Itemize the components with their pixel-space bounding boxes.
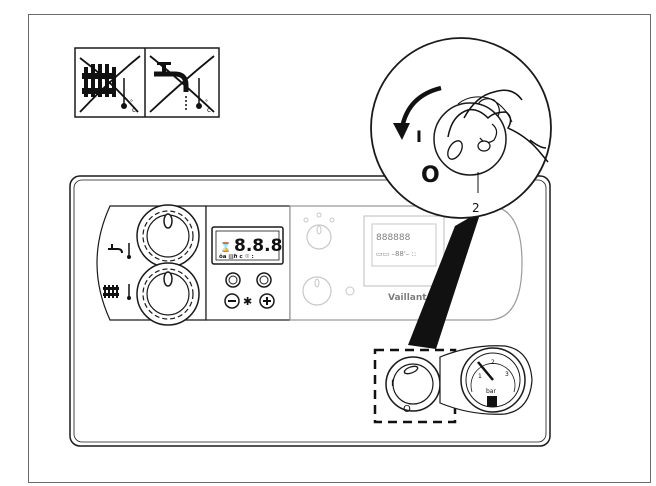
radiator-icon — [103, 284, 131, 300]
display-buttons[interactable]: ✱ — [224, 272, 275, 309]
svg-text:⌛: ⌛ — [220, 241, 231, 253]
svg-text:888888: 888888 — [376, 233, 411, 243]
callout-number: 2 — [472, 201, 480, 215]
faded-controls: 888888 ▭▭ –88'– :: Vaillant — [302, 212, 445, 306]
gauge-tick-2: 2 — [491, 359, 495, 366]
callout: I O 2 — [370, 37, 552, 349]
brand-logo: Vaillant — [388, 293, 427, 303]
warning-icon-box: ° c ° c — [74, 47, 220, 118]
hand-icon — [447, 89, 549, 163]
radiator-crossed-icon: ° c — [79, 55, 141, 114]
svg-text:▭▭ –88'– ::: ▭▭ –88'– :: — [376, 250, 416, 258]
heating-knob[interactable] — [136, 262, 200, 326]
svg-text:c: c — [132, 106, 136, 114]
tap-crossed-icon: ° c — [149, 55, 215, 114]
figure-frame — [28, 14, 651, 483]
gauge-tick-3: 3 — [505, 371, 509, 378]
svg-text:°: ° — [130, 99, 133, 106]
svg-text:c: c — [207, 106, 211, 114]
display-digits: 8.8.8 — [234, 236, 282, 256]
hot-water-knob[interactable] — [136, 204, 200, 268]
pressure-gauge: 1 2 3 bar V — [439, 345, 533, 415]
svg-text:V: V — [489, 399, 494, 407]
svg-text:✱: ✱ — [243, 295, 252, 308]
gauge-tick-1: 1 — [478, 373, 482, 380]
svg-text:°: ° — [205, 99, 208, 106]
digital-display: ⌛ 8.8.8 ŏa ▥ℏ c ☉ : — [211, 226, 284, 265]
gauge-unit: bar — [486, 388, 496, 395]
callout-label-off: O — [421, 163, 440, 188]
switch-label-on: I — [391, 379, 394, 389]
svg-text:ŏa ▥ℏ c ☉ :: ŏa ▥ℏ c ☉ : — [219, 253, 254, 260]
switch-label-off: O — [403, 404, 411, 415]
tap-icon — [108, 243, 131, 259]
main-switch[interactable]: I O — [385, 356, 441, 415]
callout-label-on: I — [416, 127, 422, 146]
